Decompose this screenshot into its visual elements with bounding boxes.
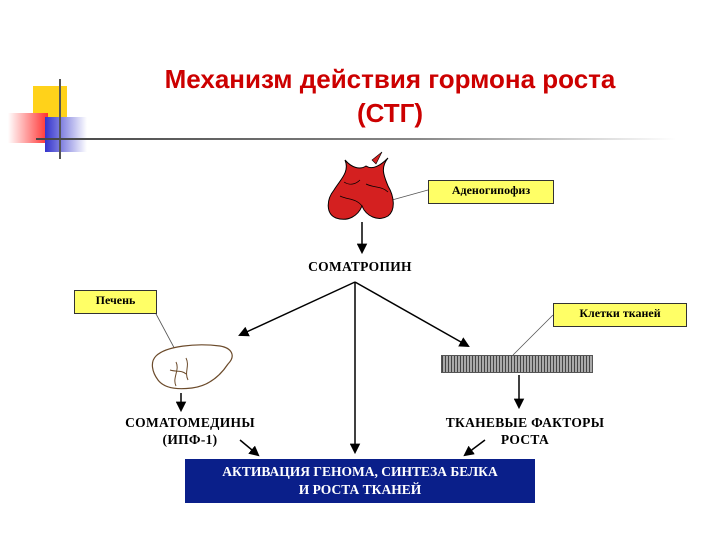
result-line-1: АКТИВАЦИЯ ГЕНОМА, СИНТЕЗА БЕЛКА	[222, 464, 498, 479]
deco-vertical-line	[59, 79, 61, 159]
somatomedins-line-2: (ИПФ-1)	[162, 432, 218, 447]
title-line-1: Механизм действия гормона роста	[164, 64, 616, 94]
result-line-2: И РОСТА ТКАНЕЙ	[298, 482, 422, 497]
arrow-somatomedins-to-result	[239, 439, 260, 457]
adenohypophysis-label: Аденогипофиз	[428, 180, 554, 204]
leader-adenohypophysis	[391, 189, 429, 201]
arrow-factors-to-result	[463, 439, 486, 457]
title-line-2: (СТГ)	[356, 98, 424, 128]
deco-blue-square	[45, 117, 87, 152]
liver-label: Печень	[74, 290, 157, 314]
pituitary-gland-icon	[327, 151, 394, 220]
deco-horizontal-line	[36, 138, 676, 140]
arrow-to-liver	[238, 281, 356, 337]
result-box: АКТИВАЦИЯ ГЕНОМА, СИНТЕЗА БЕЛКА И РОСТА …	[185, 459, 535, 503]
tissue-cells-label: Клетки тканей	[553, 303, 687, 327]
somatomedins-label: СОМАТОМЕДИНЫ (ИПФ-1)	[100, 414, 280, 448]
somatotropin-label: СОМАТРОПИН	[308, 259, 412, 274]
tissue-factors-line-2: РОСТА	[500, 432, 550, 447]
tissue-factors-label: ТКАНЕВЫЕ ФАКТОРЫ РОСТА	[425, 414, 625, 448]
somatomedins-line-1: СОМАТОМЕДИНЫ	[125, 415, 255, 430]
tissue-cells-bar	[441, 355, 593, 373]
leader-tissue-cells	[512, 314, 554, 356]
tissue-factors-line-1: ТКАНЕВЫЕ ФАКТОРЫ	[445, 415, 605, 430]
liver-icon	[151, 344, 233, 390]
arrow-to-tissue	[354, 281, 470, 348]
slide-title: Механизм действия гормона роста (СТГ)	[100, 62, 680, 130]
